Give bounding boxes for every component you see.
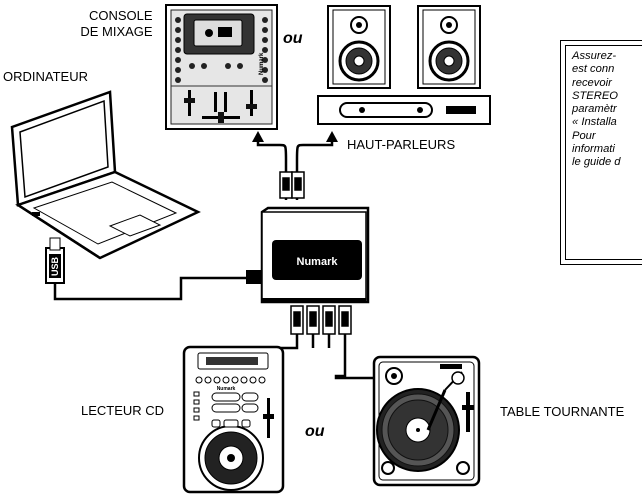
- note-line: est conn: [572, 63, 615, 76]
- note-line: recevoir: [572, 76, 612, 89]
- mixer-console-illustration: Numark: [165, 4, 278, 130]
- note-line: informati: [572, 143, 615, 156]
- usb-plug-illustration: USB: [45, 237, 65, 284]
- note-box: Assurez- est conn recevoir STEREO paramè…: [560, 40, 642, 265]
- or-label-top: ou: [283, 30, 303, 47]
- note-text: Assurez- est conn recevoir STEREO paramè…: [565, 45, 642, 260]
- cd-brand-label: Numark: [217, 386, 236, 392]
- or-label-bottom: ou: [305, 423, 325, 440]
- turntable-label: TABLE TOURNANTE: [500, 404, 625, 419]
- interface-brand-label: Numark: [297, 256, 339, 268]
- arrowheads: [252, 131, 338, 142]
- interface-output-plugs: [290, 305, 352, 335]
- note-line: Pour: [572, 129, 596, 142]
- audio-interface-illustration: Numark: [246, 206, 370, 304]
- cables: [53, 138, 390, 380]
- console-label-line2: DE MIXAGE: [80, 24, 153, 39]
- note-line: paramètr: [572, 103, 617, 116]
- note-line: STEREO: [572, 89, 619, 102]
- cd-player-illustration: Numark: [182, 345, 285, 494]
- note-line: « Installa: [572, 116, 617, 129]
- cd-player-label: LECTEUR CD: [81, 403, 165, 418]
- console-label: CONSOLE DE MIXAGE: [80, 8, 153, 40]
- computer-label: ORDINATEUR: [3, 69, 88, 84]
- usb-label: USB: [50, 256, 60, 276]
- speakers-label: HAUT-PARLEURS: [347, 137, 456, 152]
- laptop-illustration: [10, 90, 201, 260]
- note-line: le guide d: [572, 156, 621, 169]
- turntable-illustration: [372, 355, 481, 487]
- interface-input-plugs: [279, 171, 305, 199]
- console-label-line1: CONSOLE: [89, 8, 153, 23]
- note-line: Assurez-: [572, 50, 617, 62]
- speakers-illustration: [317, 5, 491, 125]
- mixer-brand-label: Numark: [259, 52, 265, 75]
